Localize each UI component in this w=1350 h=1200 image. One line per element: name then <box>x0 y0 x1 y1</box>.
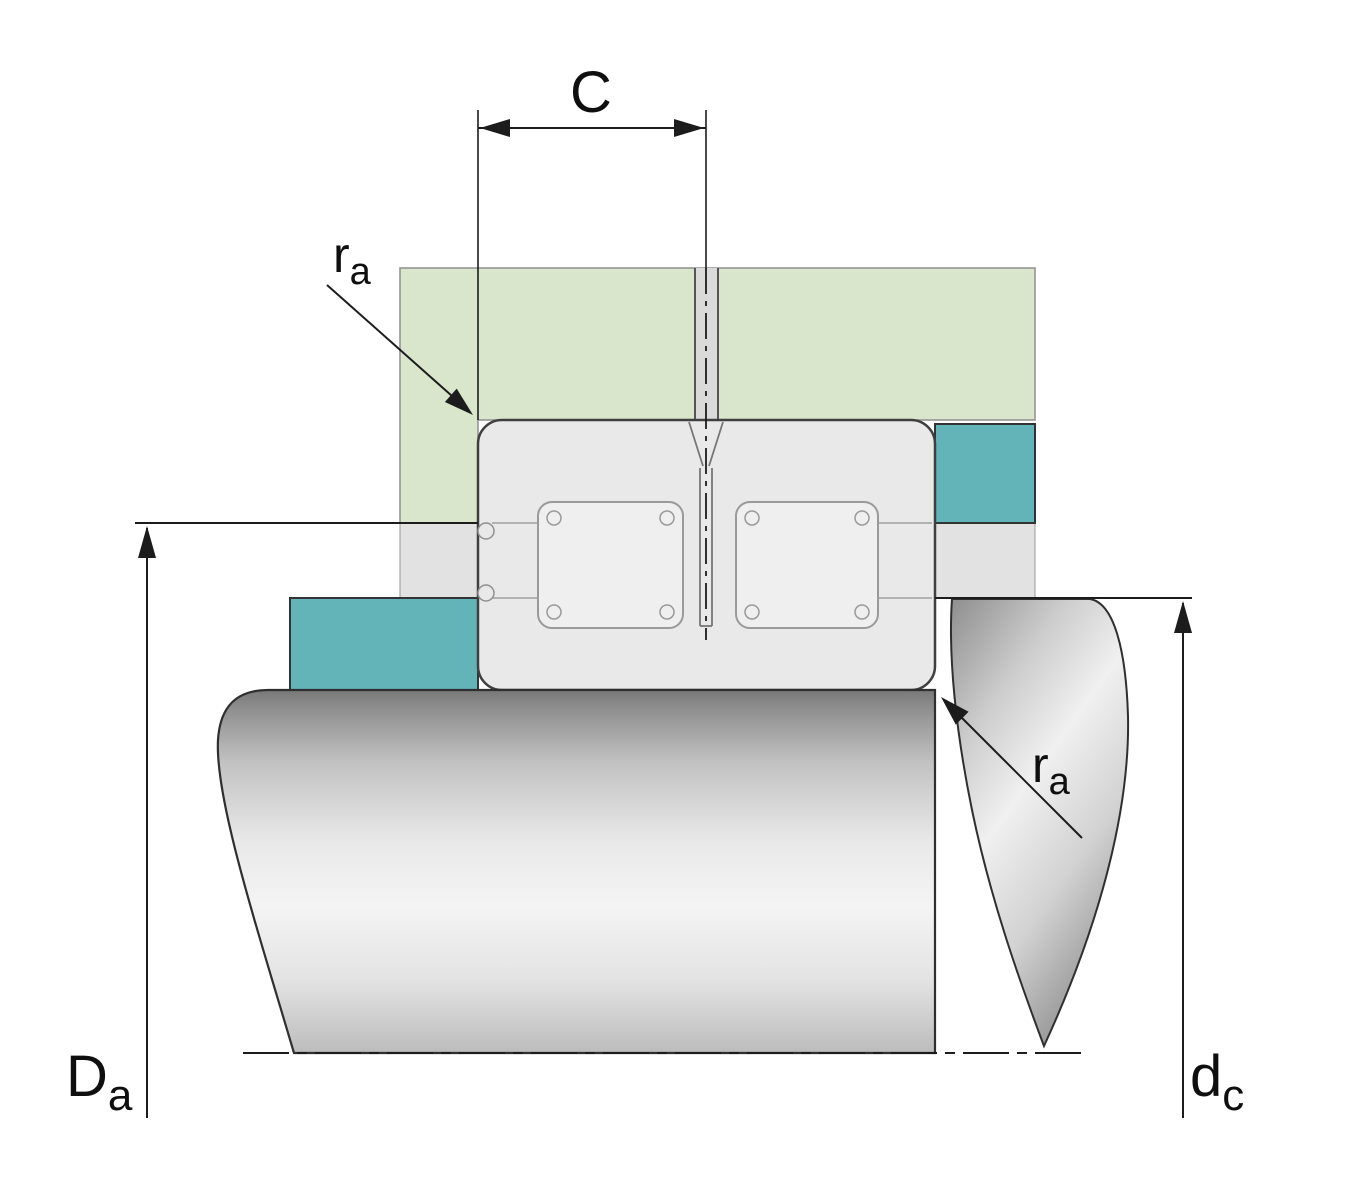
arrowhead-da-icon <box>138 526 156 558</box>
arrowhead-fillet-shaft-icon <box>941 697 969 725</box>
lubrication-hole <box>695 268 718 420</box>
leader-line-fillet-shaft <box>959 715 1083 839</box>
roller-corner-icon <box>546 604 562 620</box>
roller-corner-icon <box>854 510 870 526</box>
label-fillet-shaft-main: r <box>1032 737 1049 793</box>
roller-corner-icon <box>744 604 760 620</box>
label-fillet-housing: ra <box>333 227 372 293</box>
shaft-shoulder-fillet <box>950 598 1130 1049</box>
roller-corner-icon <box>744 510 760 526</box>
shaft <box>216 688 937 1055</box>
roller-corner-icon <box>659 510 675 526</box>
label-fillet-housing-main: r <box>333 227 350 283</box>
raceway-lands <box>492 522 932 599</box>
roller-corner-icon <box>854 604 870 620</box>
label-fillet-shaft: ra <box>1032 737 1071 803</box>
spacer-ring-right <box>934 423 1036 524</box>
roller-corner-details <box>546 510 870 620</box>
groove-v-left <box>688 421 704 467</box>
annotations <box>135 110 1192 1118</box>
relief-notch-upper <box>477 522 495 540</box>
roller-corner-icon <box>546 510 562 526</box>
label-housing-abutment-diameter: Da <box>66 1044 133 1120</box>
roller-left <box>537 501 684 629</box>
label-width-c: C <box>570 60 612 125</box>
relief-notch-lower <box>477 584 495 602</box>
roller-corner-icon <box>659 604 675 620</box>
abutment-ring-left <box>289 597 479 691</box>
lubrication-groove <box>688 421 724 627</box>
label-fillet-housing-sub: a <box>350 251 372 293</box>
label-dc-main: d <box>1190 1044 1222 1109</box>
arrowhead-c-left-icon <box>480 119 510 137</box>
label-da-sub: a <box>108 1071 133 1120</box>
label-dc-sub: c <box>1222 1071 1244 1120</box>
housing-relief-band-left <box>399 522 479 599</box>
leader-line-fillet-housing <box>326 284 453 397</box>
arrowhead-fillet-housing-icon <box>444 388 473 415</box>
label-fillet-shaft-sub: a <box>1049 761 1071 803</box>
roller-right <box>735 501 879 629</box>
arrowhead-dc-icon <box>1174 601 1192 633</box>
arrowhead-c-right-icon <box>674 119 704 137</box>
label-da-main: D <box>66 1044 108 1109</box>
label-width-c-text: C <box>570 60 612 125</box>
groove-v-right <box>708 421 724 467</box>
label-shaft-abutment-diameter: dc <box>1190 1044 1244 1120</box>
housing-relief-band-right <box>934 522 1036 599</box>
